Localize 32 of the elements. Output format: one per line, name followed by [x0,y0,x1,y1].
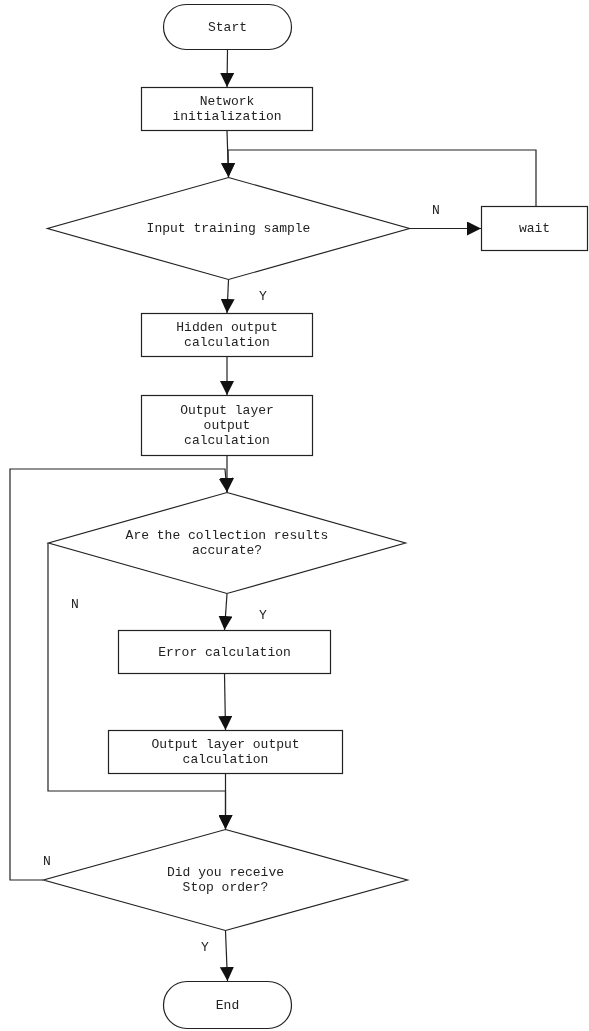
process-box [108,730,343,774]
decision-diamond [47,177,410,280]
arrow [409,221,482,236]
node-text: Output layer output calculation [150,737,301,767]
terminal-shape [163,4,292,50]
arrow [47,542,233,830]
node-text: Network initialization [171,94,283,124]
node-text: Start [208,19,247,35]
process-box [481,206,588,251]
arrow [220,356,234,396]
arrow [220,49,235,88]
arrow [221,149,537,207]
arrow [218,673,233,731]
decision-diamond [48,492,406,594]
node-text: End [215,997,240,1013]
process-box [118,630,331,674]
terminal-shape [163,981,292,1029]
node-text: Output layer output calculation [179,403,275,448]
arrow [220,279,235,314]
node-text: wait [518,221,551,236]
process-box [141,87,313,131]
node-text: Error calculation [158,644,291,660]
process-box [141,313,313,357]
process-box [141,395,313,456]
arrow [219,930,234,982]
node-text: Are the collection results accurate? [124,528,330,558]
arrow [218,593,233,631]
node-text: Did you receive Stop order? [166,865,285,895]
node-text: Input training sample [146,221,311,236]
decision-diamond [43,829,408,931]
arrow [9,468,233,881]
node-text: Hidden output calculation [175,320,279,350]
